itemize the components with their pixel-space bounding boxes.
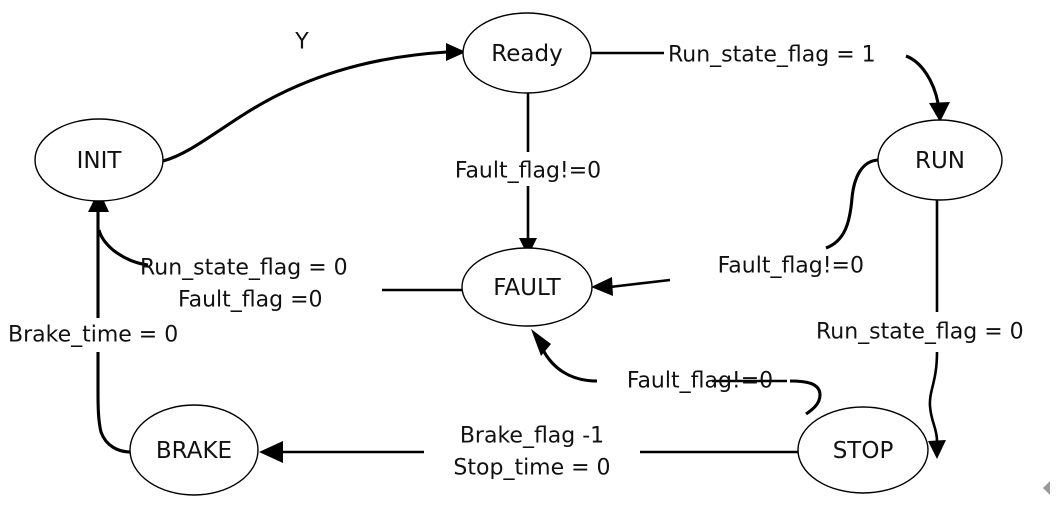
edge-stop-to-fault: Fault_flag!=0 xyxy=(531,329,822,416)
edge-run-to-stop: Run_state_flag = 0 xyxy=(816,200,1024,459)
state-label-fault: FAULT xyxy=(493,275,561,301)
edge-label-run-to-fault: Fault_flag!=0 xyxy=(718,254,864,279)
edge-path-run-to-stop-seg2 xyxy=(928,351,939,442)
state-label-run: RUN xyxy=(915,148,965,174)
edge-label-ready-to-run: Run_state_flag = 1 xyxy=(668,43,876,68)
arrowhead-init-to-ready xyxy=(446,43,466,61)
state-ellipse-init[interactable] xyxy=(34,118,164,202)
edge-ready-to-fault: Fault_flag!=0 xyxy=(455,93,601,256)
edge-path-run-to-fault-seg1 xyxy=(825,158,879,250)
edge-brake-to-init: Brake_time = 0 xyxy=(8,190,178,454)
state-ellipse-fault[interactable] xyxy=(461,247,593,327)
edge-stop-to-brake: Brake_flag -1 Stop_time = 0 xyxy=(259,424,798,481)
edge-label-brake-to-init: Brake_time = 0 xyxy=(8,323,178,348)
arrowhead-stop-to-fault xyxy=(531,329,551,356)
edge-label-fault-to-init-line2: Fault_flag =0 xyxy=(178,288,323,313)
edge-run-to-fault: Fault_flag!=0 xyxy=(591,158,879,296)
edge-ready-to-run: Run_state_flag = 1 xyxy=(591,43,950,122)
state-label-ready: Ready xyxy=(491,41,562,67)
edge-label-stop-to-brake-line2: Stop_time = 0 xyxy=(453,456,610,481)
edge-init-to-ready: Y xyxy=(162,30,466,163)
arrowhead-run-to-stop xyxy=(928,440,946,459)
edge-label-stop-to-brake-line1: Brake_flag -1 xyxy=(460,424,604,449)
state-node-ready[interactable]: Ready xyxy=(462,12,592,94)
state-node-fault[interactable]: FAULT xyxy=(461,247,593,327)
state-ellipse-brake[interactable] xyxy=(129,404,259,496)
corner-arrow-icon xyxy=(1043,481,1050,495)
edge-path-init-to-ready xyxy=(162,50,448,163)
arrowhead-ready-to-run xyxy=(929,102,950,122)
arrowhead-run-to-fault xyxy=(591,277,613,296)
state-node-stop[interactable]: STOP xyxy=(797,406,929,494)
arrowhead-stop-to-brake xyxy=(259,441,283,463)
arrowhead-ready-to-fault xyxy=(519,238,537,256)
state-ellipse-stop[interactable] xyxy=(797,406,929,494)
edge-path-brake-to-init-seg1 xyxy=(96,352,132,454)
edge-path-stop-to-fault-seg3 xyxy=(540,347,598,383)
edge-label-init-to-ready: Y xyxy=(294,30,309,55)
edge-fault-to-init: Run_state_flag = 0 Fault_flag =0 xyxy=(97,229,462,313)
edge-label-fault-to-init-line1: Run_state_flag = 0 xyxy=(140,256,348,281)
edge-label-run-to-stop: Run_state_flag = 0 xyxy=(816,320,1024,345)
state-node-run[interactable]: RUN xyxy=(877,119,1003,201)
state-label-brake: BRAKE xyxy=(156,438,232,464)
edge-label-stop-to-fault: Fault_flag!=0 xyxy=(627,369,773,394)
edge-label-ready-to-fault: Fault_flag!=0 xyxy=(455,159,601,184)
state-label-init: INIT xyxy=(77,148,123,174)
state-ellipse-ready[interactable] xyxy=(462,12,592,94)
state-node-init[interactable]: INIT xyxy=(34,118,164,202)
state-node-brake[interactable]: BRAKE xyxy=(129,404,259,496)
state-label-stop: STOP xyxy=(833,438,894,464)
edge-path-run-to-fault-seg2 xyxy=(609,278,671,289)
edge-path-ready-to-run-seg2 xyxy=(905,54,940,104)
edge-path-stop-to-fault-seg1 xyxy=(789,379,822,416)
edge-path-fault-to-init-seg2 xyxy=(97,229,149,267)
state-ellipse-run[interactable] xyxy=(877,119,1003,201)
